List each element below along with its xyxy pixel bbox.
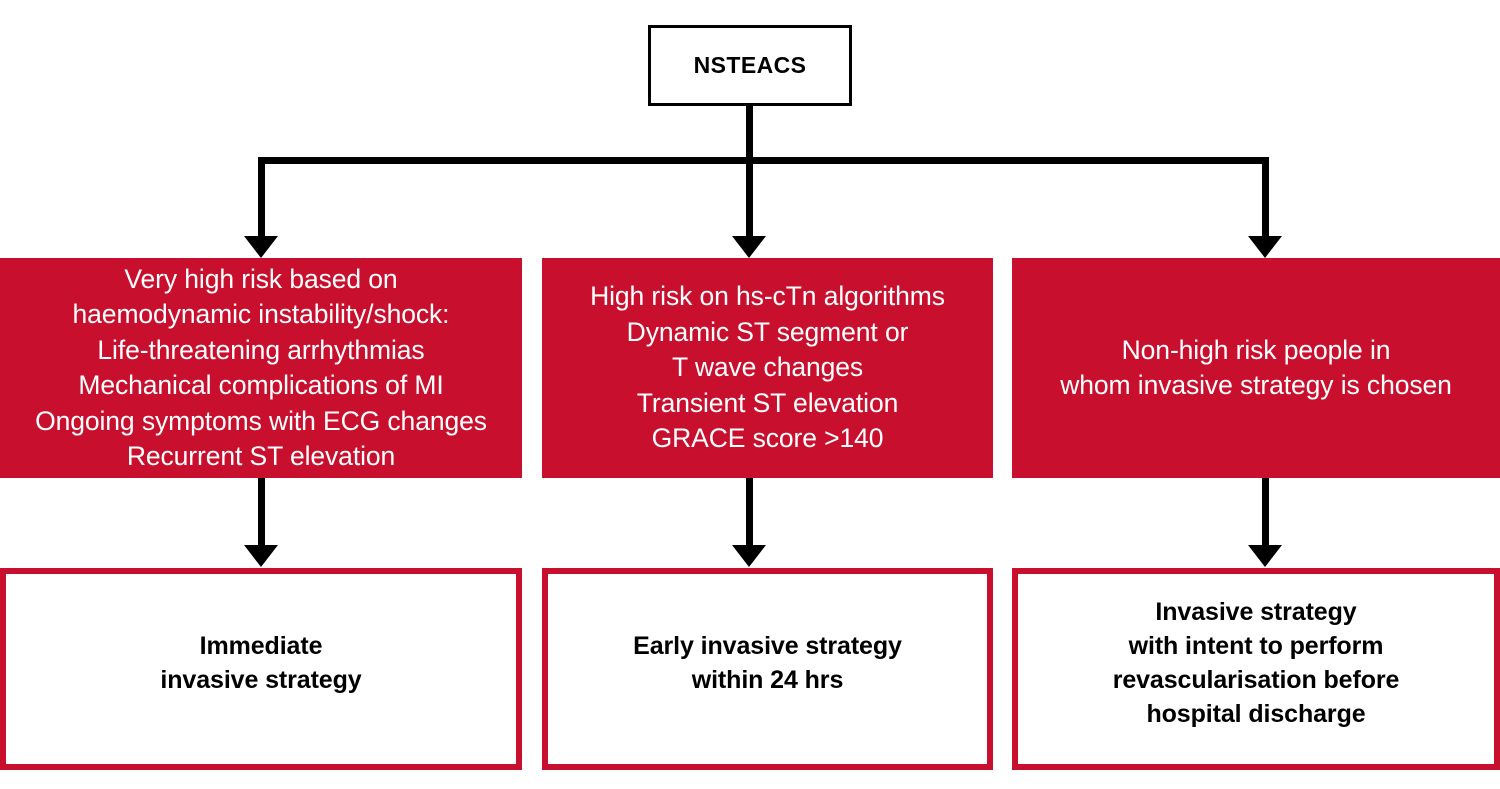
connector-tier-left xyxy=(258,478,265,550)
arrowhead-tier-left xyxy=(244,545,278,567)
risk-box-non-high-risk-text: Non-high risk people in whom invasive st… xyxy=(1060,334,1452,401)
arrowhead-tier-center xyxy=(732,545,766,567)
risk-box-very-high-risk-text: Very high risk based on haemodynamic ins… xyxy=(35,263,487,472)
risk-box-non-high-risk[interactable]: Non-high risk people in whom invasive st… xyxy=(1012,258,1500,478)
arrowhead-branch-right xyxy=(1248,236,1282,258)
risk-box-high-risk[interactable]: High risk on hs-cTn algorithms Dynamic S… xyxy=(542,258,993,478)
node-nsteacs[interactable]: NSTEACS xyxy=(648,25,852,106)
connector-branch-left xyxy=(258,157,265,242)
connector-split-bar xyxy=(258,157,1269,164)
outcome-box-invasive-before-discharge[interactable]: Invasive strategy with intent to perform… xyxy=(1012,568,1500,770)
connector-tier-right xyxy=(1262,478,1269,550)
outcome-box-immediate-invasive[interactable]: Immediate invasive strategy xyxy=(0,568,522,770)
arrowhead-branch-left xyxy=(244,236,278,258)
connector-branch-right xyxy=(1262,157,1269,242)
connector-tier-center xyxy=(746,478,753,550)
connector-root-stem xyxy=(746,106,753,242)
outcome-box-early-invasive-text: Early invasive strategy within 24 hrs xyxy=(633,632,902,694)
outcome-box-immediate-invasive-text: Immediate invasive strategy xyxy=(160,632,362,694)
node-nsteacs-label: NSTEACS xyxy=(693,51,807,78)
risk-box-very-high-risk[interactable]: Very high risk based on haemodynamic ins… xyxy=(0,258,522,478)
outcome-box-early-invasive[interactable]: Early invasive strategy within 24 hrs xyxy=(542,568,993,770)
arrowhead-branch-center xyxy=(732,236,766,258)
arrowhead-tier-right xyxy=(1248,545,1282,567)
risk-box-high-risk-text: High risk on hs-cTn algorithms Dynamic S… xyxy=(590,281,945,454)
outcome-box-invasive-before-discharge-text: Invasive strategy with intent to perform… xyxy=(1112,598,1400,728)
